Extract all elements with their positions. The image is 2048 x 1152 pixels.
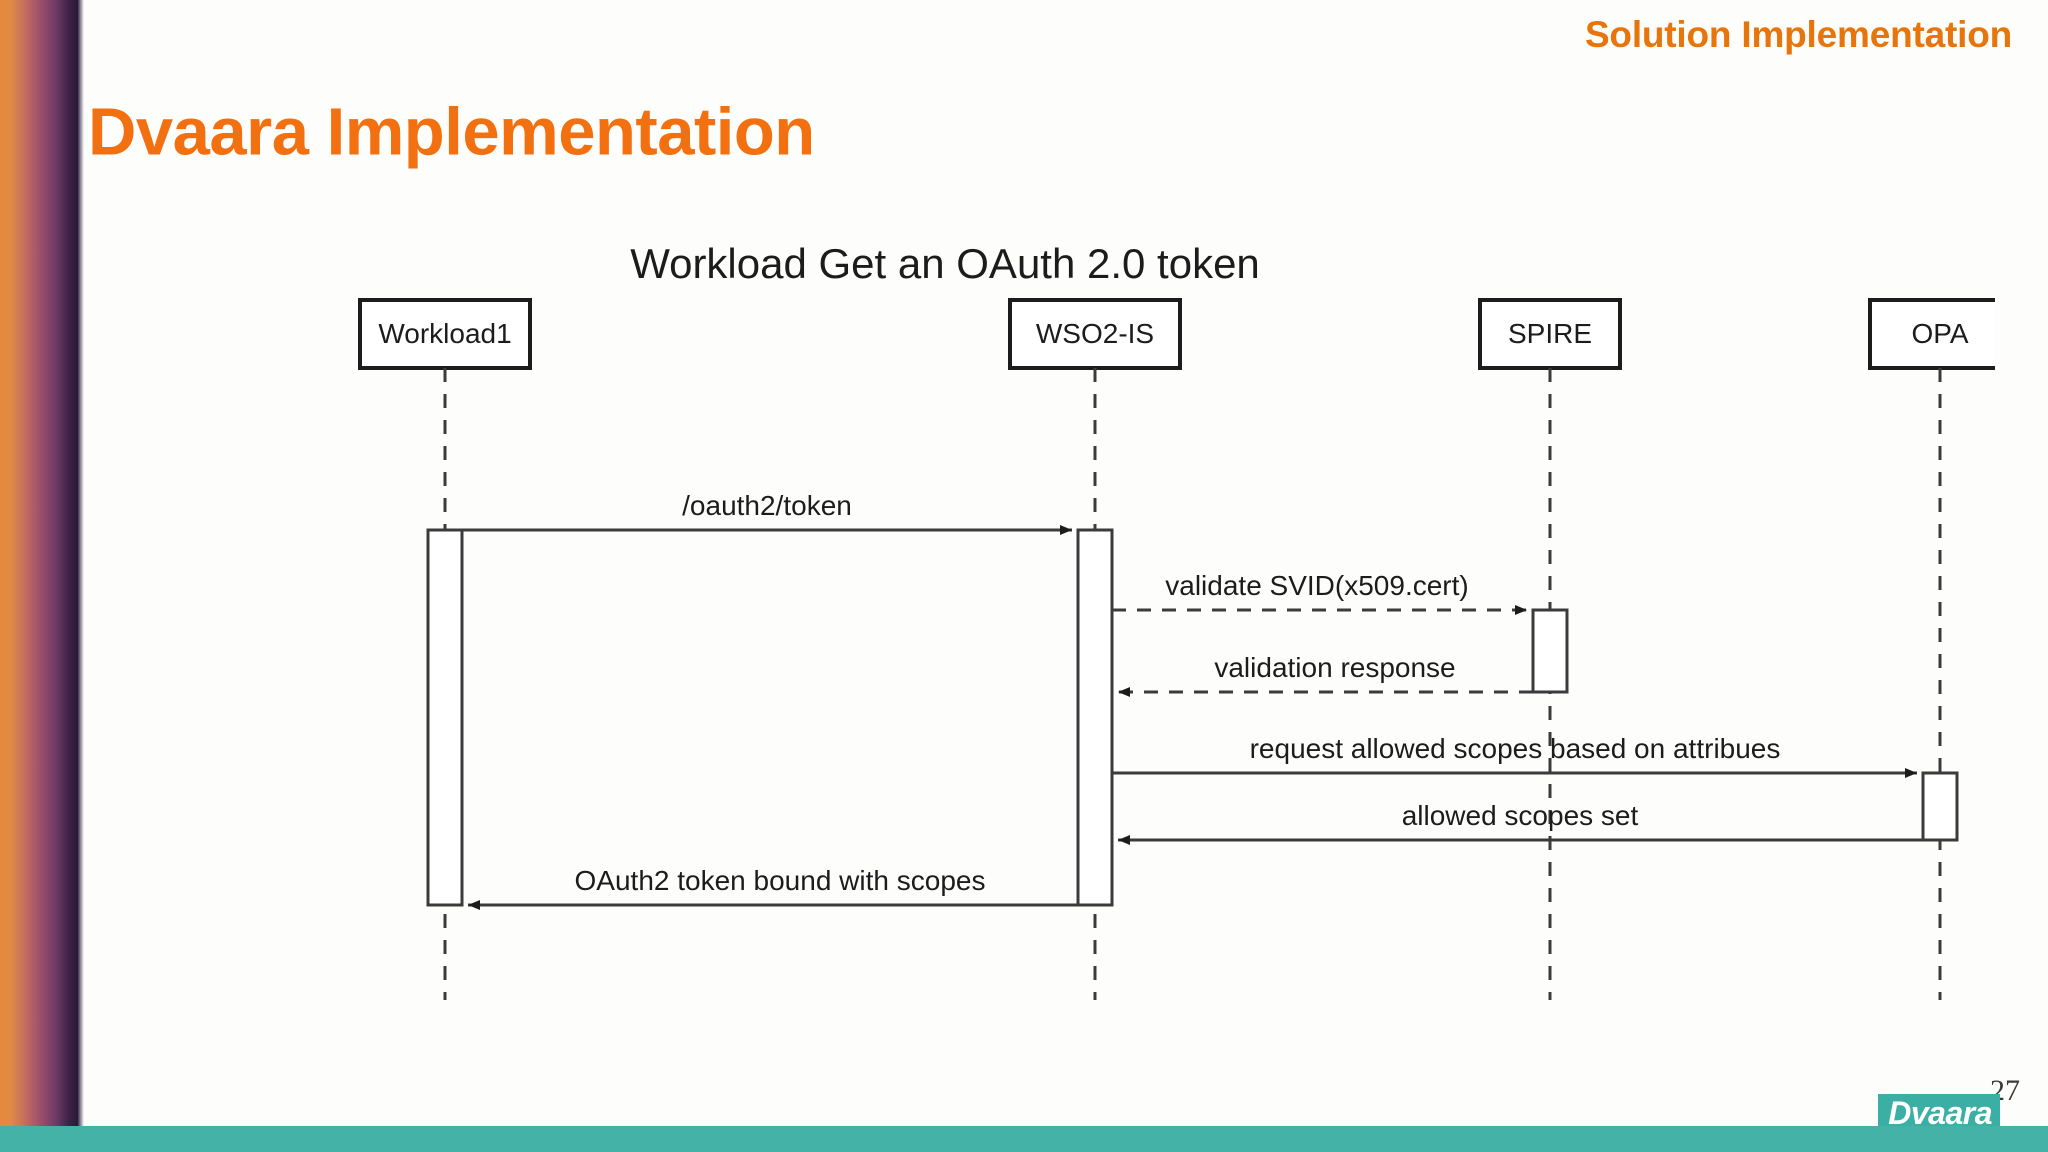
message-request-allowed-scopes: request allowed scopes based on attribue… bbox=[1112, 733, 1917, 778]
header-section-label: Solution Implementation bbox=[1584, 14, 2012, 55]
participant-wso2-is[interactable]: WSO2-IS bbox=[1008, 298, 1182, 370]
activation-opa bbox=[1921, 771, 1959, 842]
message-allowed-scopes-set: allowed scopes set bbox=[1118, 800, 1923, 845]
participant-spire[interactable]: SPIRE bbox=[1478, 298, 1622, 370]
message-validate-svid: validate SVID(x509.cert) bbox=[1112, 570, 1527, 615]
diagram-title: Workload Get an OAuth 2.0 token bbox=[630, 240, 1260, 287]
sequence-diagram-svg: Workload1 WSO2-IS SPIRE OPA bbox=[358, 298, 1995, 1000]
left-accent-gradient-bar bbox=[0, 0, 84, 1152]
activation-workload1 bbox=[426, 528, 464, 907]
sequence-diagram: Workload Get an OAuth 2.0 token Workload… bbox=[195, 240, 1995, 1100]
message-validation-response: validation response bbox=[1118, 652, 1533, 697]
participant-workload1[interactable]: Workload1 bbox=[358, 298, 532, 370]
participant-label: WSO2-IS bbox=[1036, 318, 1154, 349]
participant-label: Workload1 bbox=[378, 318, 511, 349]
message-label: allowed scopes set bbox=[1402, 800, 1639, 831]
message-label: validation response bbox=[1214, 652, 1455, 683]
activation-wso2-is bbox=[1076, 528, 1114, 907]
activation-spire bbox=[1531, 608, 1569, 694]
footer-accent-bar bbox=[0, 1126, 2048, 1152]
message-label: request allowed scopes based on attribue… bbox=[1250, 733, 1781, 764]
participant-opa[interactable]: OPA bbox=[1868, 298, 1995, 370]
participant-label: OPA bbox=[1911, 318, 1968, 349]
message-oauth2-token: /oauth2/token bbox=[462, 490, 1072, 535]
page-title: Dvaara Implementation bbox=[88, 94, 815, 170]
message-label: validate SVID(x509.cert) bbox=[1165, 570, 1468, 601]
message-label: /oauth2/token bbox=[682, 490, 852, 521]
message-oauth2-token-bound: OAuth2 token bound with scopes bbox=[468, 865, 1078, 910]
participant-label: SPIRE bbox=[1508, 318, 1592, 349]
message-label: OAuth2 token bound with scopes bbox=[575, 865, 986, 896]
